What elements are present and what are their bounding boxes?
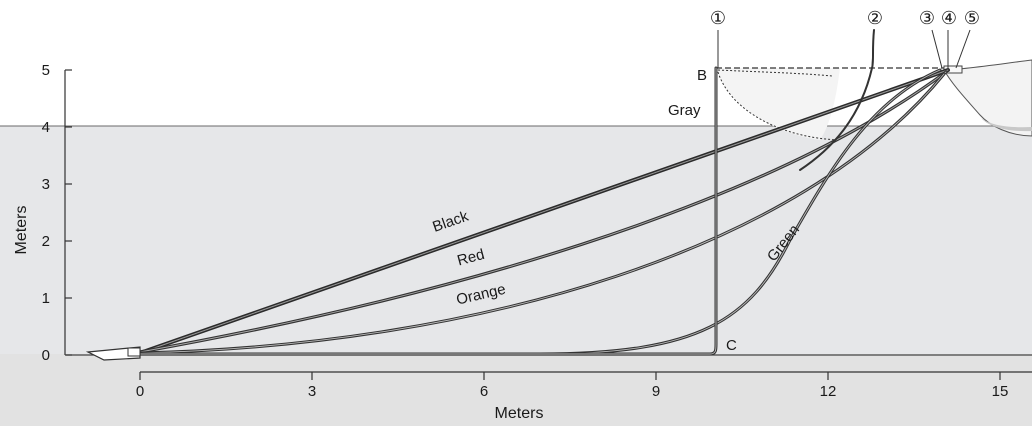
x-tick-0: 0 (136, 383, 144, 400)
x-axis-title: Meters (495, 405, 544, 422)
seabed-area (0, 354, 1032, 426)
position-2-marker: ② (867, 8, 883, 28)
position-5-marker: ⑤ (964, 8, 980, 28)
anchor-icon (85, 346, 141, 361)
gray-swing-area (716, 68, 840, 140)
y-tick-5: 5 (42, 62, 50, 79)
position-1-marker: ① (710, 8, 726, 28)
point-b-label: B (697, 67, 707, 84)
y-tick-2: 2 (42, 233, 50, 250)
x-tick-12: 12 (820, 383, 837, 400)
y-tick-1: 1 (42, 290, 50, 307)
boat-hull-underwater (981, 118, 1032, 132)
x-axis (139, 371, 1032, 380)
y-axis (64, 69, 72, 356)
y-tick-0: 0 (42, 347, 50, 364)
x-tick-15: 15 (992, 383, 1009, 400)
y-axis-title: Meters (13, 206, 30, 255)
red-label: Red (455, 246, 486, 270)
position-3-marker: ③ (919, 8, 935, 28)
position-leaders (717, 29, 971, 69)
boat-hull (943, 59, 1032, 137)
x-tick-9: 9 (652, 383, 660, 400)
x-tick-6: 6 (480, 383, 488, 400)
point-c-label: C (726, 337, 737, 354)
y-tick-4: 4 (42, 119, 50, 136)
y-tick-3: 3 (42, 176, 50, 193)
gray-swing-arc-upper (717, 69, 833, 77)
gray-label: Gray (668, 102, 701, 119)
gray-swing-arc-lower (717, 71, 841, 141)
position-4-marker: ④ (941, 8, 957, 28)
water-area (0, 126, 1032, 354)
x-tick-3: 3 (308, 383, 316, 400)
curves (138, 29, 950, 356)
